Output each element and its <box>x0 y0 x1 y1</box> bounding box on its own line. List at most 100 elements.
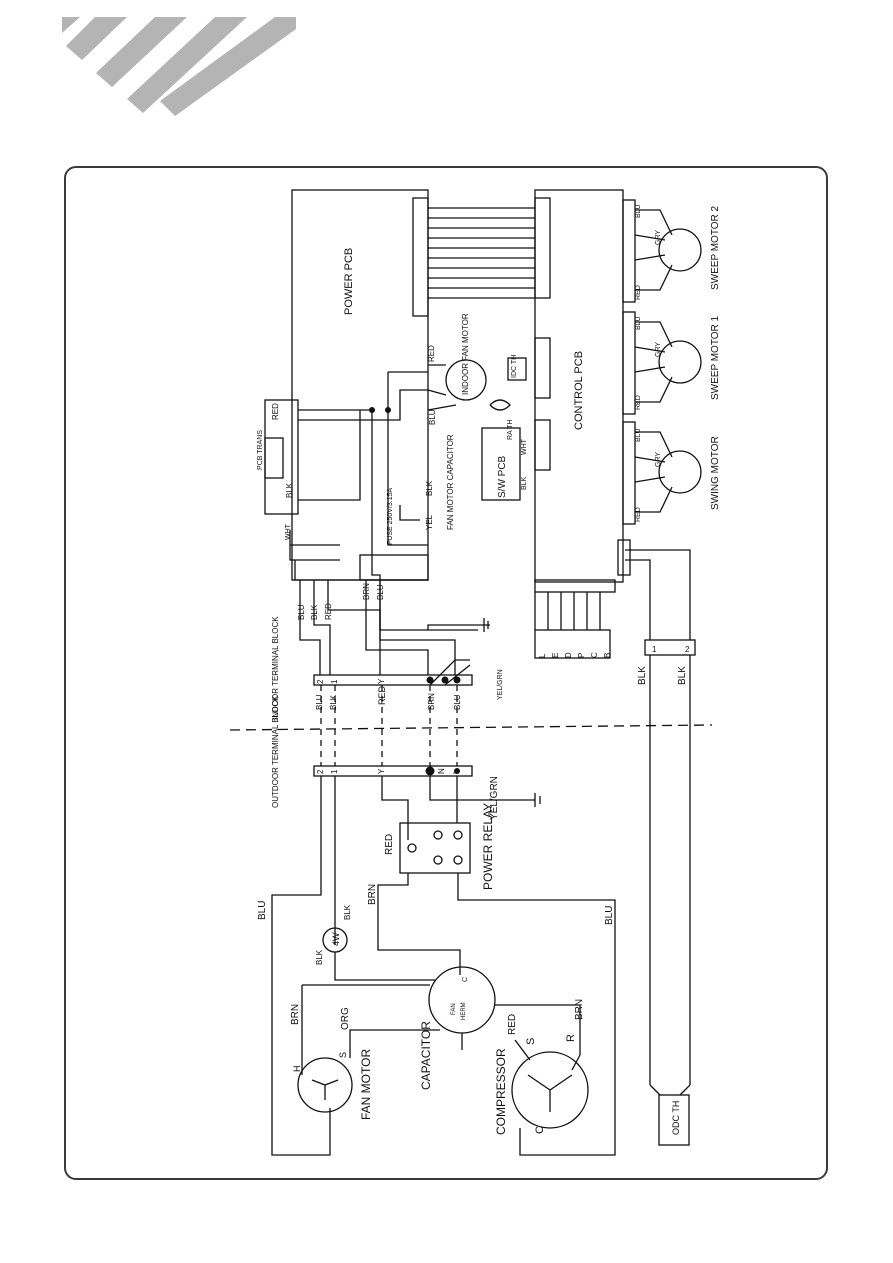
compressor-symbol <box>511 1051 589 1129</box>
wire-brn-fan: BRN <box>290 1004 301 1025</box>
indoor-fan-motor-label: INDOOR FAN MOTOR <box>461 313 470 395</box>
wire-blu-tb: BLU <box>453 694 462 710</box>
wire-gry-sweep1: GRY <box>655 342 662 357</box>
compressor-label: COMPRESSOR <box>494 1048 508 1135</box>
terminal-1-out: 1 <box>330 769 339 774</box>
cap-term-c: C <box>462 977 469 982</box>
wire-blu-relay: BLU <box>604 906 615 925</box>
resistor-4w-label: 4W <box>331 932 341 946</box>
control-pcb-label: CONTROL PCB <box>573 351 585 430</box>
indoor-terminal-block <box>313 674 473 686</box>
sweep-motor-1-symbol <box>658 340 702 384</box>
wire-brn-indoor: BRN <box>362 583 371 600</box>
wire-blk-tb-1: BLK <box>329 694 338 710</box>
wire-red-tb: RED <box>377 685 387 705</box>
idc-thermistor <box>507 357 527 381</box>
led-lead-p: P <box>577 653 586 658</box>
outdoor-terminal-block <box>313 765 473 777</box>
wire-blk-cap: BLK <box>425 480 434 496</box>
cap-term-herm: HERM <box>461 1002 467 1020</box>
wire-red-swing: RED <box>635 507 642 522</box>
wire-blu-swing: BLU <box>635 428 642 442</box>
wire-gry-sweep2: GRY <box>655 230 662 245</box>
fan-term-s: S <box>338 1052 348 1058</box>
wire-blu-indoor-2: BLU <box>376 584 385 600</box>
fan-motor-capacitor-label: FAN MOTOR CAPACITOR <box>446 434 455 530</box>
comp-term-c: C <box>534 1126 546 1134</box>
wire-yel-grn-label: YEL/GRN <box>489 776 500 820</box>
wire-blk-4w-b: BLK <box>343 904 352 920</box>
sw-pcb-board <box>481 427 521 501</box>
terminal-n-out: N <box>437 768 446 774</box>
capacitor-symbol <box>428 966 496 1034</box>
power-pcb-label: POWER PCB <box>343 248 355 315</box>
wire-blk-indoor: BLK <box>310 604 319 620</box>
wire-blu-indoor: BLU <box>297 604 306 620</box>
fuse-label: FUSE 250V/3.15A <box>387 487 394 545</box>
wire-red-sweep2: RED <box>635 285 642 300</box>
sw-pcb-label: S/W PCB <box>497 455 508 498</box>
sweep-motor-2-label: SWEEP MOTOR 2 <box>710 205 721 290</box>
wire-brn-comp: BRN <box>574 999 585 1020</box>
swing-motor-label: SWING MOTOR <box>710 436 721 510</box>
odc-pin-2: 2 <box>685 645 690 654</box>
wire-blu-sweep1: BLU <box>635 316 642 330</box>
swing-motor-symbol <box>658 450 702 494</box>
wire-red-relay: RED <box>384 834 395 855</box>
wire-yel-cap: YEL <box>425 514 434 530</box>
sweep-motor-2-symbol <box>658 228 702 272</box>
wire-wht-trans: WHT <box>285 523 292 540</box>
power-relay-symbol <box>399 822 471 874</box>
wire-red-trans: RED <box>271 403 280 420</box>
wire-org-fan: ORG <box>340 1007 351 1030</box>
diagram-frame <box>64 166 828 1180</box>
wire-red-fan: RED <box>427 345 436 362</box>
wire-red-sweep1: RED <box>635 395 642 410</box>
outdoor-terminal-block-label: OUTDOOR TERMINAL BLOCK <box>271 695 280 808</box>
fan-motor-symbol <box>297 1057 353 1113</box>
cap-term-fan: FAN <box>451 1003 457 1015</box>
odc-pin-1: 1 <box>652 645 657 654</box>
ra-th-label: RA TH <box>507 420 514 441</box>
wire-gry-swing: GRY <box>655 452 662 467</box>
led-lead-e: E <box>551 653 560 658</box>
terminal-l-out: L <box>452 769 461 774</box>
indoor-fan-motor-symbol <box>445 359 487 401</box>
led-lead-d: D <box>564 652 573 658</box>
wire-blu-fan-cap: BLU <box>428 409 437 425</box>
fan-motor-label: FAN MOTOR <box>359 1049 373 1120</box>
terminal-y-in: Y <box>377 678 386 684</box>
stripe-decoration <box>62 17 296 116</box>
wire-grn-yel-indoor: YEL/GRN <box>497 669 504 700</box>
power-relay-label: POWER RELAY <box>481 803 495 890</box>
wire-blk-odc-1: BLK <box>637 666 648 685</box>
wire-blk-trans: BLK <box>285 482 294 498</box>
odc-th-label: ODC TH <box>671 1101 681 1135</box>
wire-wht-sw: WHT <box>521 438 528 455</box>
wire-blk-sw: BLK <box>521 476 528 490</box>
idc-th-label: IDC TH <box>511 355 518 378</box>
capacitor-label: CAPACITOR <box>419 1021 433 1090</box>
comp-term-r: R <box>565 1034 577 1042</box>
terminal-2-out: 2 <box>316 769 325 774</box>
odc-thermistor <box>658 1094 690 1146</box>
indoor-terminal-block-label: INDOOR TERMINAL BLOCK <box>271 616 280 720</box>
wire-red-indoor: RED <box>324 603 333 620</box>
wire-brn-tb: BRN <box>427 693 436 710</box>
comp-term-s: S <box>525 1038 537 1045</box>
terminal-y-out: Y <box>377 768 386 774</box>
wire-red-comp: RED <box>507 1014 518 1035</box>
terminal-1-in: 1 <box>330 679 339 684</box>
sweep-motor-1-label: SWEEP MOTOR 1 <box>710 315 721 400</box>
wire-blk-odc-2: BLK <box>677 666 688 685</box>
pcb-trans-label: PCB TRANS <box>257 430 264 470</box>
power-pcb-board <box>291 189 429 581</box>
led-lead-b: B <box>603 653 612 658</box>
wire-brn-relay: BRN <box>367 884 378 905</box>
led-lead-l: L <box>538 653 547 658</box>
terminal-2-in: 2 <box>316 679 325 684</box>
fan-term-h: H <box>292 1066 302 1073</box>
led-lead-c: C <box>590 652 599 658</box>
wire-blu-tb-1: BLU <box>315 694 324 710</box>
